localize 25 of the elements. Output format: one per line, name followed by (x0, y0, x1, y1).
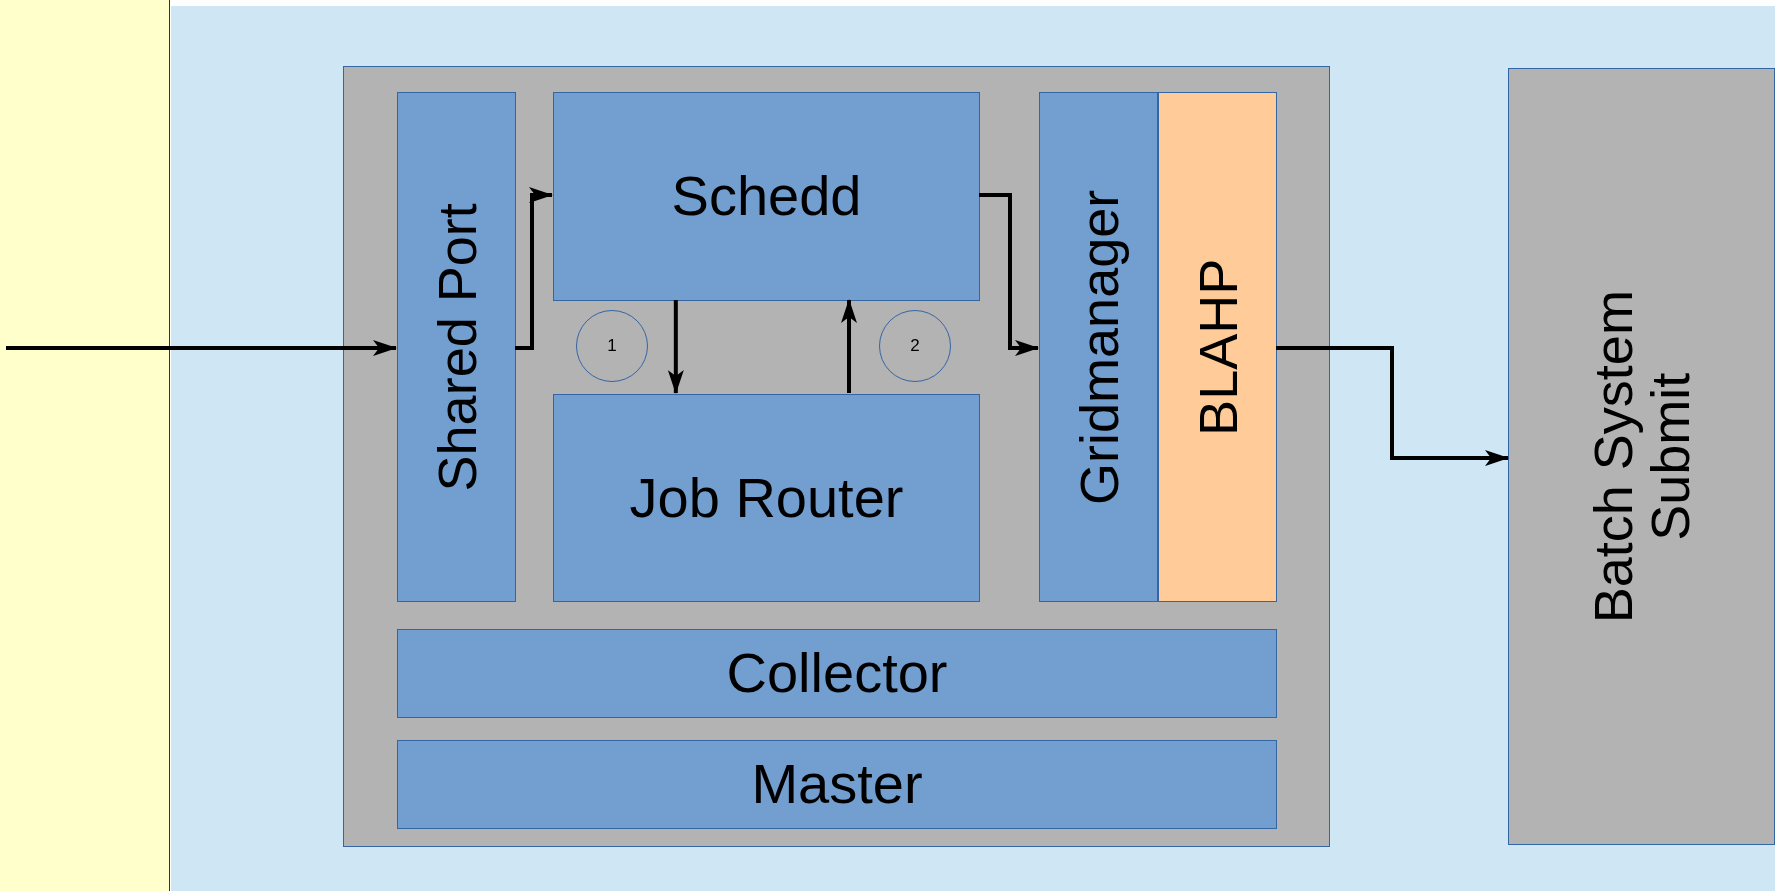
component-label: Master (750, 755, 924, 814)
component-label: Job Router (628, 468, 905, 528)
component-box (397, 92, 516, 602)
component-box (1508, 68, 1775, 845)
component-label: Batch System Submit (1584, 288, 1699, 626)
component-box (553, 394, 980, 602)
component-label: Shared Port (428, 201, 485, 494)
component-label: Gridmanager (1070, 188, 1127, 507)
arrow (6, 340, 397, 357)
component-box (397, 740, 1277, 829)
arrow (841, 299, 857, 393)
arrow (515, 187, 553, 351)
arrow (979, 193, 1039, 357)
component-label: 1 (606, 337, 618, 355)
component-label: 2 (909, 337, 921, 355)
arrow (667, 300, 684, 394)
component-label: Collector (725, 644, 949, 703)
component-label: BLAHP (1189, 257, 1246, 438)
component-box (1039, 92, 1158, 602)
component-box (1158, 92, 1277, 602)
component-box (397, 629, 1277, 718)
component-box (553, 92, 980, 301)
container-box (343, 66, 1330, 847)
component-label: Schedd (670, 167, 863, 226)
arrow (1276, 346, 1509, 467)
